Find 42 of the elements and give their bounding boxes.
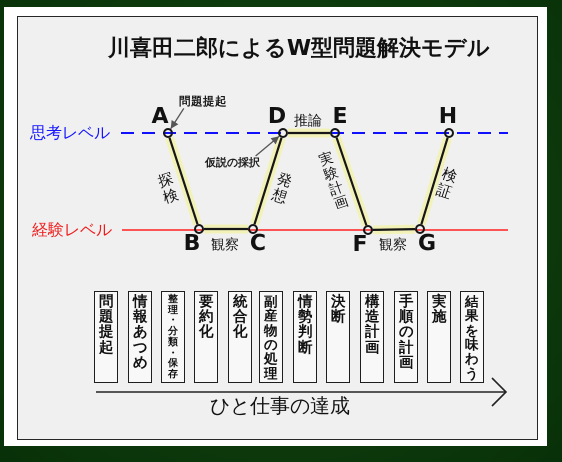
step-card: 情勢判断 xyxy=(293,291,317,383)
step-card: 要約化 xyxy=(194,291,218,383)
level-label: 経験レベル xyxy=(32,220,112,240)
step-card: 手順の計画 xyxy=(394,291,418,383)
edge-label: 推論 xyxy=(294,112,322,130)
point-letter: C xyxy=(250,234,266,254)
point-letter: D xyxy=(268,107,286,127)
step-card: 構造計画 xyxy=(360,291,384,383)
arrow-caption: ひと仕事の達成 xyxy=(210,394,350,418)
edge-label: 実験計画 xyxy=(317,150,351,214)
path-segment xyxy=(250,136,286,226)
step-card: 情報あつめ xyxy=(128,291,152,383)
leader-arrow xyxy=(255,136,280,156)
step-card: 決断 xyxy=(326,291,350,383)
point-letter: F xyxy=(352,235,368,255)
step-card: 問題提起 xyxy=(94,291,118,383)
path-segment xyxy=(417,136,452,226)
edge-label: 観察 xyxy=(379,236,407,254)
point-letter: A xyxy=(151,107,169,127)
step-card: 実施 xyxy=(427,291,451,383)
point-letter: B xyxy=(184,234,200,254)
point-letter: H xyxy=(438,107,458,127)
point-letter: E xyxy=(332,107,348,127)
step-card: 結果を味わう xyxy=(460,291,484,383)
path-segment xyxy=(288,128,330,138)
leader-arrow xyxy=(170,108,184,130)
step-card: 副産物の処理 xyxy=(259,291,283,383)
point-letter: G xyxy=(418,234,436,254)
edge-label: 発想 xyxy=(270,170,294,206)
level-label: 思考レベル xyxy=(30,124,110,142)
step-card: 整理・分類・保存 xyxy=(161,291,185,383)
path-segment xyxy=(332,136,371,227)
edge-label: 検証 xyxy=(434,165,460,201)
path-segment xyxy=(204,224,248,234)
edge-label: 観察 xyxy=(211,236,239,254)
annotation-text: 仮説の採択 xyxy=(205,156,260,170)
annotation-text: 問題提起 xyxy=(179,94,227,108)
path-segment xyxy=(372,224,416,234)
step-card: 統合化 xyxy=(228,291,252,383)
edge-label: 探検 xyxy=(156,170,180,206)
diagram-title: 川喜田二郎によるW型問題解決モデル xyxy=(108,35,490,63)
path-segment xyxy=(165,136,202,226)
